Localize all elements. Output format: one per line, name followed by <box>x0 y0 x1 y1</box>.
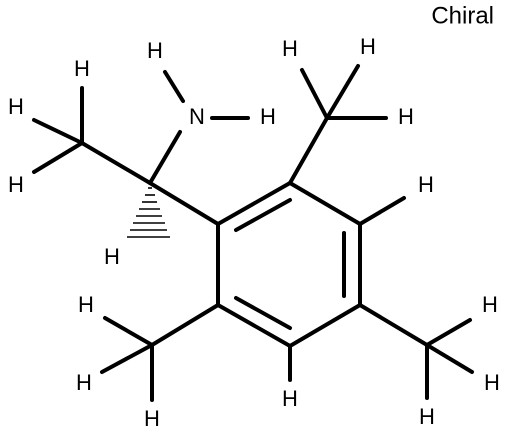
atom-h-n-right: H <box>260 104 276 129</box>
atom-h-methyl1-left: H <box>8 94 24 119</box>
atom-h-ring-upper-right: H <box>418 172 434 197</box>
ring-bond-c4-c5 <box>288 303 362 348</box>
atom-h-methyl3-bottom: H <box>419 404 435 429</box>
atom-h-chiral: H <box>104 244 120 269</box>
atom-h-methyl2-right: H <box>398 104 414 129</box>
atom-h-methyl2-left: H <box>282 36 298 61</box>
atom-h-methyl4-top: H <box>78 292 94 317</box>
bond-methyl4-h-top <box>103 316 154 347</box>
atom-h-methyl1-bottom: H <box>8 172 24 197</box>
bond-methyl1-h-left <box>32 118 84 145</box>
atom-labels: N H H H H H H H H H H H H H H H H H <box>8 34 500 431</box>
ring-double-bond-c5-c6 <box>234 296 292 330</box>
atom-h-n-top: H <box>147 38 163 63</box>
atom-h-methyl3-top: H <box>482 292 498 317</box>
atom-h-methyl1-top: H <box>74 56 90 81</box>
atom-h-methyl2-top: H <box>360 34 376 59</box>
bond-lines <box>32 64 474 402</box>
bond-methyl3-h-right <box>425 343 474 374</box>
ring-bond-c5-c6 <box>216 303 292 348</box>
atom-h-methyl4-left: H <box>76 370 92 395</box>
atom-n: N <box>189 104 205 129</box>
bond-methyl3-h-top <box>425 318 472 347</box>
ring-double-bond-c1-c2 <box>234 198 292 232</box>
bond-chiral-c-ring <box>148 181 220 226</box>
ring-bond-c1-c2 <box>216 181 292 226</box>
bond-methyl4-h-left <box>100 343 154 374</box>
chiral-label: Chiral <box>431 2 494 29</box>
bond-ring-methyl-right <box>358 303 429 347</box>
bond-ring-h-upper-right <box>358 196 406 226</box>
bond-ring-methyl-left <box>150 303 220 347</box>
ring-bond-c2-c3 <box>288 181 362 226</box>
hashed-wedge-bond <box>127 187 170 238</box>
bond-methyl2-h-top <box>325 64 360 120</box>
bond-methyl1-h-bottom <box>32 141 84 174</box>
atom-h-methyl4-bottom: H <box>144 406 160 431</box>
bond-ring-methyl-top <box>288 116 329 185</box>
atom-h-methyl3-right: H <box>484 370 500 395</box>
bond-n-h-top <box>163 70 185 103</box>
atom-h-ring-bottom: H <box>282 386 298 411</box>
bond-methyl2-h-left <box>300 68 329 120</box>
bond-chiral-c-methyl <box>80 141 152 185</box>
bond-chiral-c-n <box>148 130 182 185</box>
